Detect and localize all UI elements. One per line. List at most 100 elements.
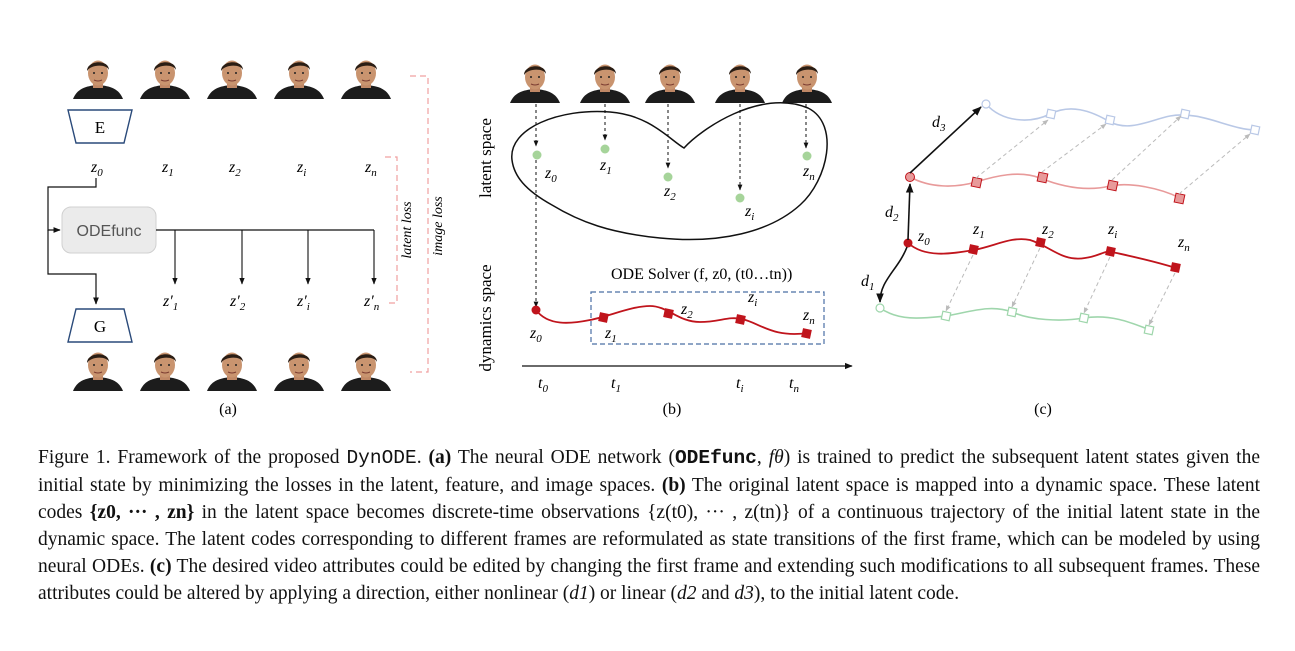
green-states (940, 306, 1155, 336)
main-states (968, 237, 1181, 273)
svg-text:zi: zi (744, 203, 754, 223)
svg-text:z2: z2 (663, 183, 676, 203)
pink-initial-point (905, 172, 915, 182)
image-loss-bracket (410, 75, 429, 373)
latent-loss-bracket (385, 156, 398, 304)
face-image (782, 63, 832, 104)
svg-text:zn: zn (1177, 234, 1190, 254)
generator-block (67, 308, 133, 343)
trajectory-states (598, 308, 812, 339)
panel-a-label: (a) (219, 401, 237, 418)
blue-initial-point (981, 99, 991, 109)
latent-point (663, 172, 673, 182)
direction-labels: d1 d2 d3 (861, 114, 946, 293)
latent-point (600, 144, 610, 154)
panel-c-label: (c) (1034, 401, 1052, 418)
latent-space-region (511, 102, 828, 241)
caption-dynode: DynODE (346, 447, 417, 469)
latent-loss-label: latent loss (400, 201, 415, 259)
svg-text:z0: z0 (917, 228, 930, 248)
encoder-label: E (95, 118, 105, 137)
latent-point (532, 150, 542, 160)
direction-d1-arrow (876, 246, 908, 303)
svg-text:z1: z1 (972, 221, 985, 241)
direction-d2-label: d2 (885, 204, 899, 224)
predicted-code-z2: z′2 (229, 293, 246, 313)
latent-code-z2: z2 (228, 159, 241, 179)
state-marker (598, 312, 609, 323)
svg-text:z0: z0 (544, 165, 557, 185)
trajectory-labels: z0 z1 z2 zi zn (529, 289, 815, 345)
svg-text:zn: zn (802, 307, 815, 327)
face-image (341, 59, 391, 100)
latent-codes-row: z0 z1 z2 zi zn (90, 159, 377, 179)
face-image (73, 59, 123, 100)
latent-points (532, 144, 812, 203)
initial-state-point (531, 305, 541, 315)
svg-text:t0: t0 (538, 375, 548, 395)
svg-text:zi: zi (1107, 221, 1117, 241)
main-initial-point (903, 238, 913, 248)
odefunc-label: ODEfunc (77, 223, 142, 240)
latent-space-label: latent space (476, 118, 495, 198)
svg-text:tn: tn (789, 375, 799, 395)
latent-code-z1: z1 (161, 159, 174, 179)
image-loss-label: image loss (431, 196, 446, 256)
face-image (341, 351, 391, 392)
face-image (207, 351, 257, 392)
caption-figure-label: Figure 1. (38, 447, 111, 468)
main-trajectory (907, 238, 1177, 269)
frame-to-latent-guides (533, 104, 809, 308)
input-frames (73, 59, 391, 100)
face-image (73, 351, 123, 392)
panel-a: E z0 z1 z2 zi zn ODEfunc z′1 z′2 z′i z′n (47, 59, 446, 418)
panel-b-label: (b) (663, 401, 682, 418)
direction-d3-label: d3 (932, 114, 946, 134)
panel-c: d1 d2 d3 z0 z1 z2 zi zn (c) (861, 99, 1261, 418)
transfer-arrows (945, 115, 1251, 326)
latent-code-zi: zi (296, 159, 306, 179)
ode-solver-label: ODE Solver (f, z0, (t0…tn)) (611, 266, 792, 283)
green-initial-point (875, 303, 885, 313)
face-image (274, 59, 324, 100)
panel-b: latent space dynamics space z0 z1 z2 zi … (476, 63, 853, 418)
encoder-block (67, 109, 133, 144)
figure-caption: Figure 1. Framework of the proposed DynO… (38, 447, 1261, 604)
face-image (140, 59, 190, 100)
predicted-code-zi: z′i (296, 293, 310, 313)
framework-figure: E z0 z1 z2 zi zn ODEfunc z′1 z′2 z′i z′n (47, 59, 1261, 418)
direction-d2-arrow (905, 183, 914, 241)
state-marker (801, 328, 812, 339)
pink-states (970, 171, 1186, 205)
svg-text:zn: zn (802, 163, 815, 183)
dynamics-space-label: dynamics space (476, 264, 495, 371)
face-image (715, 63, 765, 104)
svg-text:ti: ti (736, 375, 744, 395)
odefunc-to-generator-connector (47, 230, 99, 305)
z0-to-odefunc-connector (47, 178, 97, 233)
svg-text:z1: z1 (604, 325, 617, 345)
blue-states (1045, 108, 1261, 136)
generator-label: G (94, 317, 106, 336)
face-image (207, 59, 257, 100)
latent-code-zn: zn (364, 159, 377, 179)
face-image (510, 63, 560, 104)
svg-text:z2: z2 (1041, 221, 1054, 241)
direction-d3-arrow (909, 106, 982, 174)
panel-c-code-labels: z0 z1 z2 zi zn (917, 221, 1190, 254)
face-image (274, 351, 324, 392)
latent-point (802, 151, 812, 161)
svg-text:t1: t1 (611, 375, 621, 395)
svg-text:z1: z1 (599, 157, 612, 177)
face-image (645, 63, 695, 104)
latent-point-labels: z0 z1 z2 zi zn (544, 157, 815, 223)
latent-code-z0: z0 (90, 159, 103, 179)
latent-point (735, 193, 745, 203)
svg-text:z0: z0 (529, 325, 542, 345)
state-marker (663, 308, 674, 319)
predicted-code-z1: z′1 (162, 293, 178, 313)
state-marker (735, 314, 746, 325)
predicted-codes-row: z′1 z′2 z′i z′n (162, 293, 380, 313)
dynamics-trajectory (535, 305, 809, 335)
time-axis-ticks: t0 t1 ti tn (538, 375, 799, 395)
